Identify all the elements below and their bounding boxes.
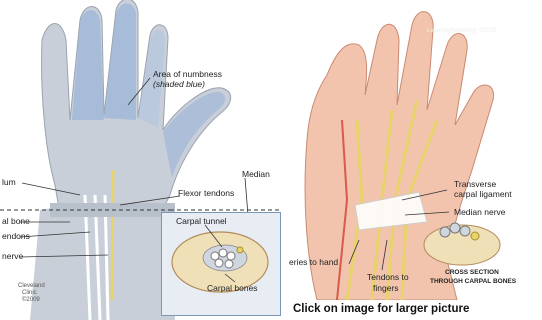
left-illustration: Area of numbness (shaded blue) lum al bo… [0, 0, 285, 320]
label-edge-4: nerve [2, 252, 23, 261]
label-carpal-bones: Carpal bones [207, 284, 258, 293]
label-cross-1: CROSS SECTION [445, 270, 499, 277]
caption-link[interactable]: Click on image for larger picture [293, 303, 469, 315]
inset-drawing [0, 0, 285, 320]
label-carpal-tunnel: Carpal tunnel [176, 217, 227, 226]
label-median: Median [242, 170, 270, 179]
label-median-nerve: Median nerve [454, 208, 506, 217]
label-cross-2: THROUGH CARPAL BONES [430, 279, 516, 286]
label-transverse-1: Transverse [454, 180, 496, 189]
label-shaded-blue: (shaded blue) [153, 80, 205, 89]
right-illustration: LearningRadiology ©2009 Transverse carpa… [287, 0, 542, 320]
label-edge-3: endons [2, 232, 30, 241]
watermark: LearningRadiology ©2009 [427, 28, 496, 34]
label-edge-2: al bone [2, 217, 30, 226]
label-arteries: eries to hand [289, 258, 338, 267]
inset-median-nerve [237, 247, 243, 253]
label-area-numbness: Area of numbness [153, 70, 222, 79]
label-tendons-1: Tendons to [367, 273, 409, 282]
label-transverse-2: carpal ligament [454, 190, 512, 199]
label-tendons-2: fingers [373, 284, 399, 293]
label-edge-1: lum [2, 178, 16, 187]
right-hand-drawing [287, 0, 542, 300]
logo-line-2: Clinic [22, 290, 37, 296]
logo-line-1: Cleveland [18, 283, 45, 289]
label-flexor-tendons: Flexor tendons [178, 189, 234, 198]
logo-line-3: ©2009 [22, 297, 40, 303]
